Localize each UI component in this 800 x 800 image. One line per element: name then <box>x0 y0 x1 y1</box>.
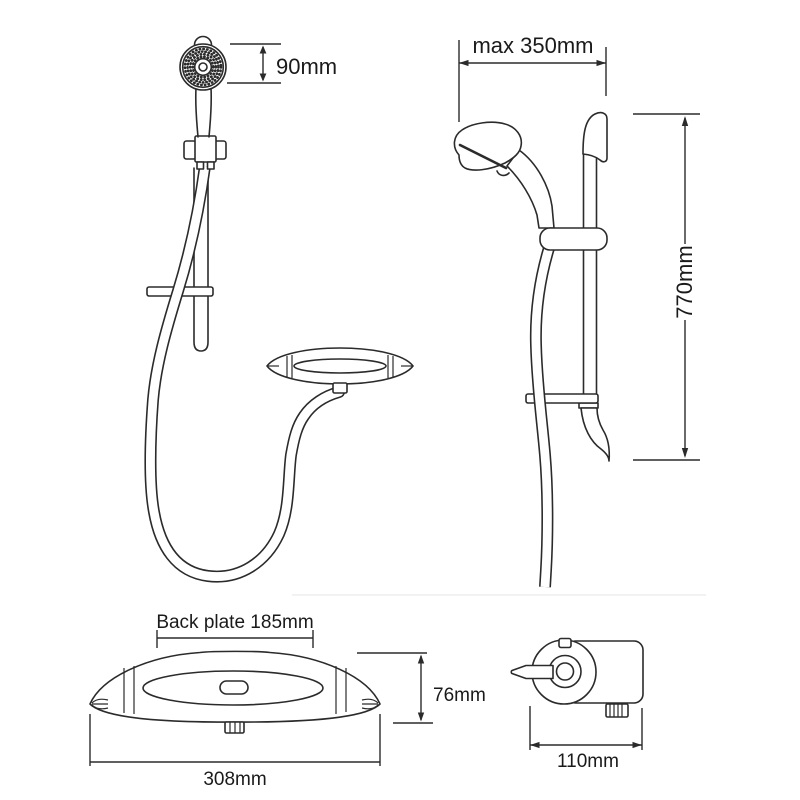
holder-stub-right <box>206 161 215 170</box>
handset-holder-front <box>183 135 227 170</box>
dim-height-770mm: 770mm <box>633 113 700 461</box>
shower-hose-side <box>529 246 555 588</box>
control-dial-hub <box>555 662 575 681</box>
dim-height-76mm: 76mm <box>357 652 486 724</box>
valve-angled-view <box>266 347 414 385</box>
holder-stub-left <box>196 161 205 170</box>
handset-holder-side <box>539 227 608 251</box>
dim-label-90mm: 90mm <box>276 54 337 79</box>
head-face-lip <box>496 170 510 177</box>
valve-front-face-ellipse <box>142 670 324 706</box>
rail-bottom-bracket <box>580 407 611 462</box>
valve-tip-detail-right <box>361 698 379 710</box>
dim-label-backplate: Back plate 185mm <box>156 612 313 633</box>
spray-center-ring <box>193 57 213 77</box>
spray-dots-ring2 <box>186 50 220 84</box>
handle-edge-right <box>208 87 213 138</box>
dim-backplate-185mm: Back plate 185mm <box>156 612 314 648</box>
valve-front-view: Back plate 185mm 76mm 308mm <box>89 612 486 790</box>
valve-side-outlet <box>605 703 629 718</box>
valve-bottom-outlet <box>224 721 245 734</box>
shower-hose-front <box>144 165 345 583</box>
control-lever <box>510 664 554 680</box>
valve-display-slot <box>219 680 249 695</box>
assembly-front-view: 90mm <box>144 35 414 583</box>
handset-handle-side <box>506 149 555 229</box>
spray-center-hole <box>198 62 208 72</box>
handset-head-side <box>453 121 523 177</box>
valve-body-angled <box>266 347 414 385</box>
dim-head-90mm: 90mm <box>227 43 337 84</box>
riser-rail-side-view: max 350mm 770mm <box>453 33 700 588</box>
dim-label-110mm: 110mm <box>557 751 619 772</box>
valve-outlet-stub <box>332 382 348 394</box>
head-face-edge <box>458 143 508 170</box>
outlet-thread-block <box>605 703 629 718</box>
spray-dots-ring3 <box>188 52 218 82</box>
head-inner-rim <box>181 45 225 89</box>
dim-label-308mm: 308mm <box>203 769 266 790</box>
dim-width-308mm: 308mm <box>89 714 381 790</box>
dial-top-notch <box>558 637 572 649</box>
handset-front <box>179 35 227 138</box>
head-side-outline <box>453 121 523 171</box>
dim-label-770mm: 770mm <box>672 245 697 318</box>
spray-dots-ring1 <box>183 47 223 87</box>
valve-side-view: 110mm <box>510 637 644 772</box>
dim-max-350mm: max 350mm <box>458 33 607 122</box>
dim-label-76mm: 76mm <box>433 685 486 706</box>
holder-body <box>194 135 217 163</box>
spray-dots-ring4 <box>191 55 215 79</box>
dim-label-max350mm: max 350mm <box>472 33 593 58</box>
handle-edge-left <box>194 87 199 138</box>
valve-tip-detail-left <box>91 698 109 710</box>
rail-top-bracket <box>582 111 608 163</box>
valve-face-ellipse <box>293 358 387 374</box>
dim-depth-110mm: 110mm <box>529 706 643 772</box>
